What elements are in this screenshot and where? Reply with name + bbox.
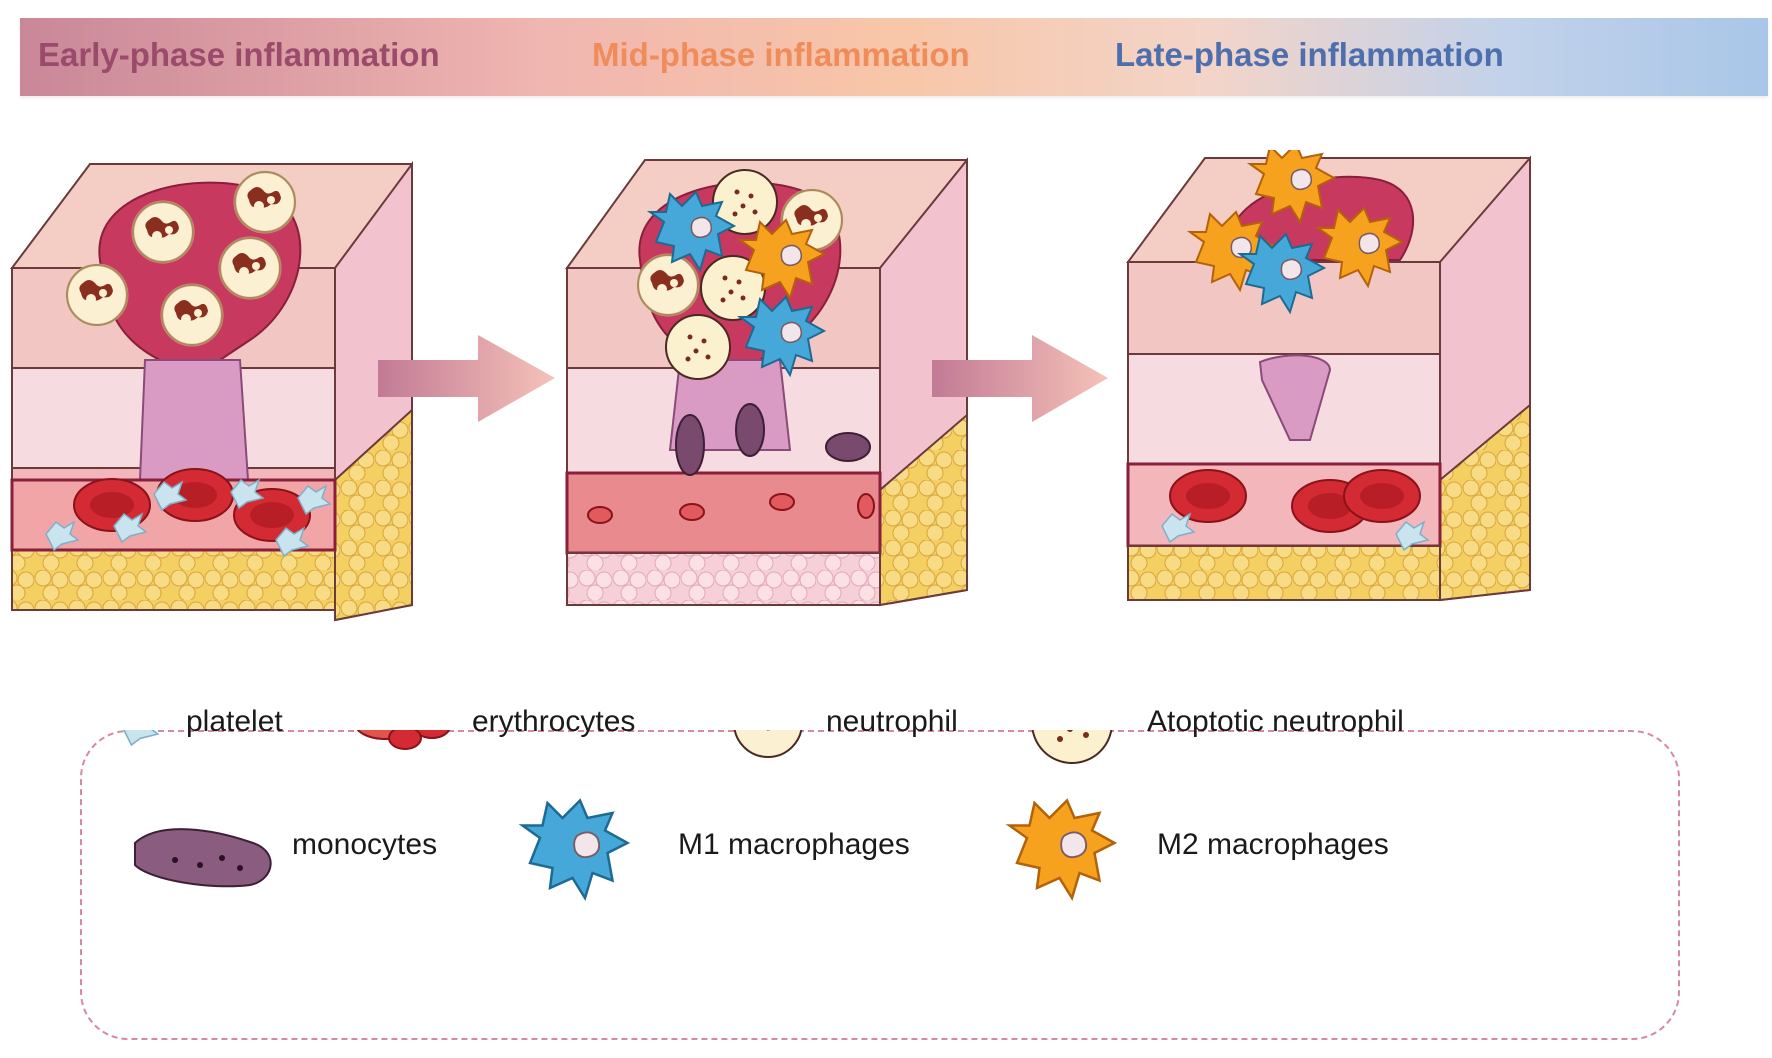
legend-label-m1-macrophages: M1 macrophages [678, 828, 910, 861]
arrow-mid-to-late [932, 335, 1108, 422]
legend-icons [122, 730, 1118, 902]
wound-healing-scene [10, 150, 1531, 622]
legend-label-apoptotic-neutrophil: Atoptotic neutrophil [1147, 705, 1404, 738]
legend-label-monocytes: monocytes [292, 828, 438, 861]
neutrophil-icon [733, 730, 803, 758]
phase-banner [20, 18, 1768, 96]
late-phase-panel [1126, 150, 1531, 602]
legend-label-platelet: platelet [186, 705, 283, 738]
m2-macrophage-icon [1005, 798, 1118, 902]
early-phase-panel [10, 160, 413, 622]
phase-label-late: Late-phase inflammation [1115, 36, 1504, 73]
phase-label-mid: Mid-phase inflammation [592, 36, 970, 73]
platelet-icon [122, 730, 160, 747]
apoptotic-neutrophil-icon [1031, 730, 1113, 764]
legend-label-erythrocytes: erythrocytes [472, 705, 636, 738]
phase-label-early: Early-phase inflammation [38, 36, 440, 73]
monocyte-icon [134, 828, 272, 888]
legend-label-neutrophil: neutrophil [826, 705, 958, 738]
mid-phase-panel [565, 157, 968, 607]
erythrocytes-icon [356, 730, 451, 750]
legend-label-m2-macrophages: M2 macrophages [1157, 828, 1389, 861]
legend-box [80, 730, 1680, 1040]
arrow-early-to-mid [378, 335, 555, 422]
m1-macrophage-icon [518, 798, 631, 902]
